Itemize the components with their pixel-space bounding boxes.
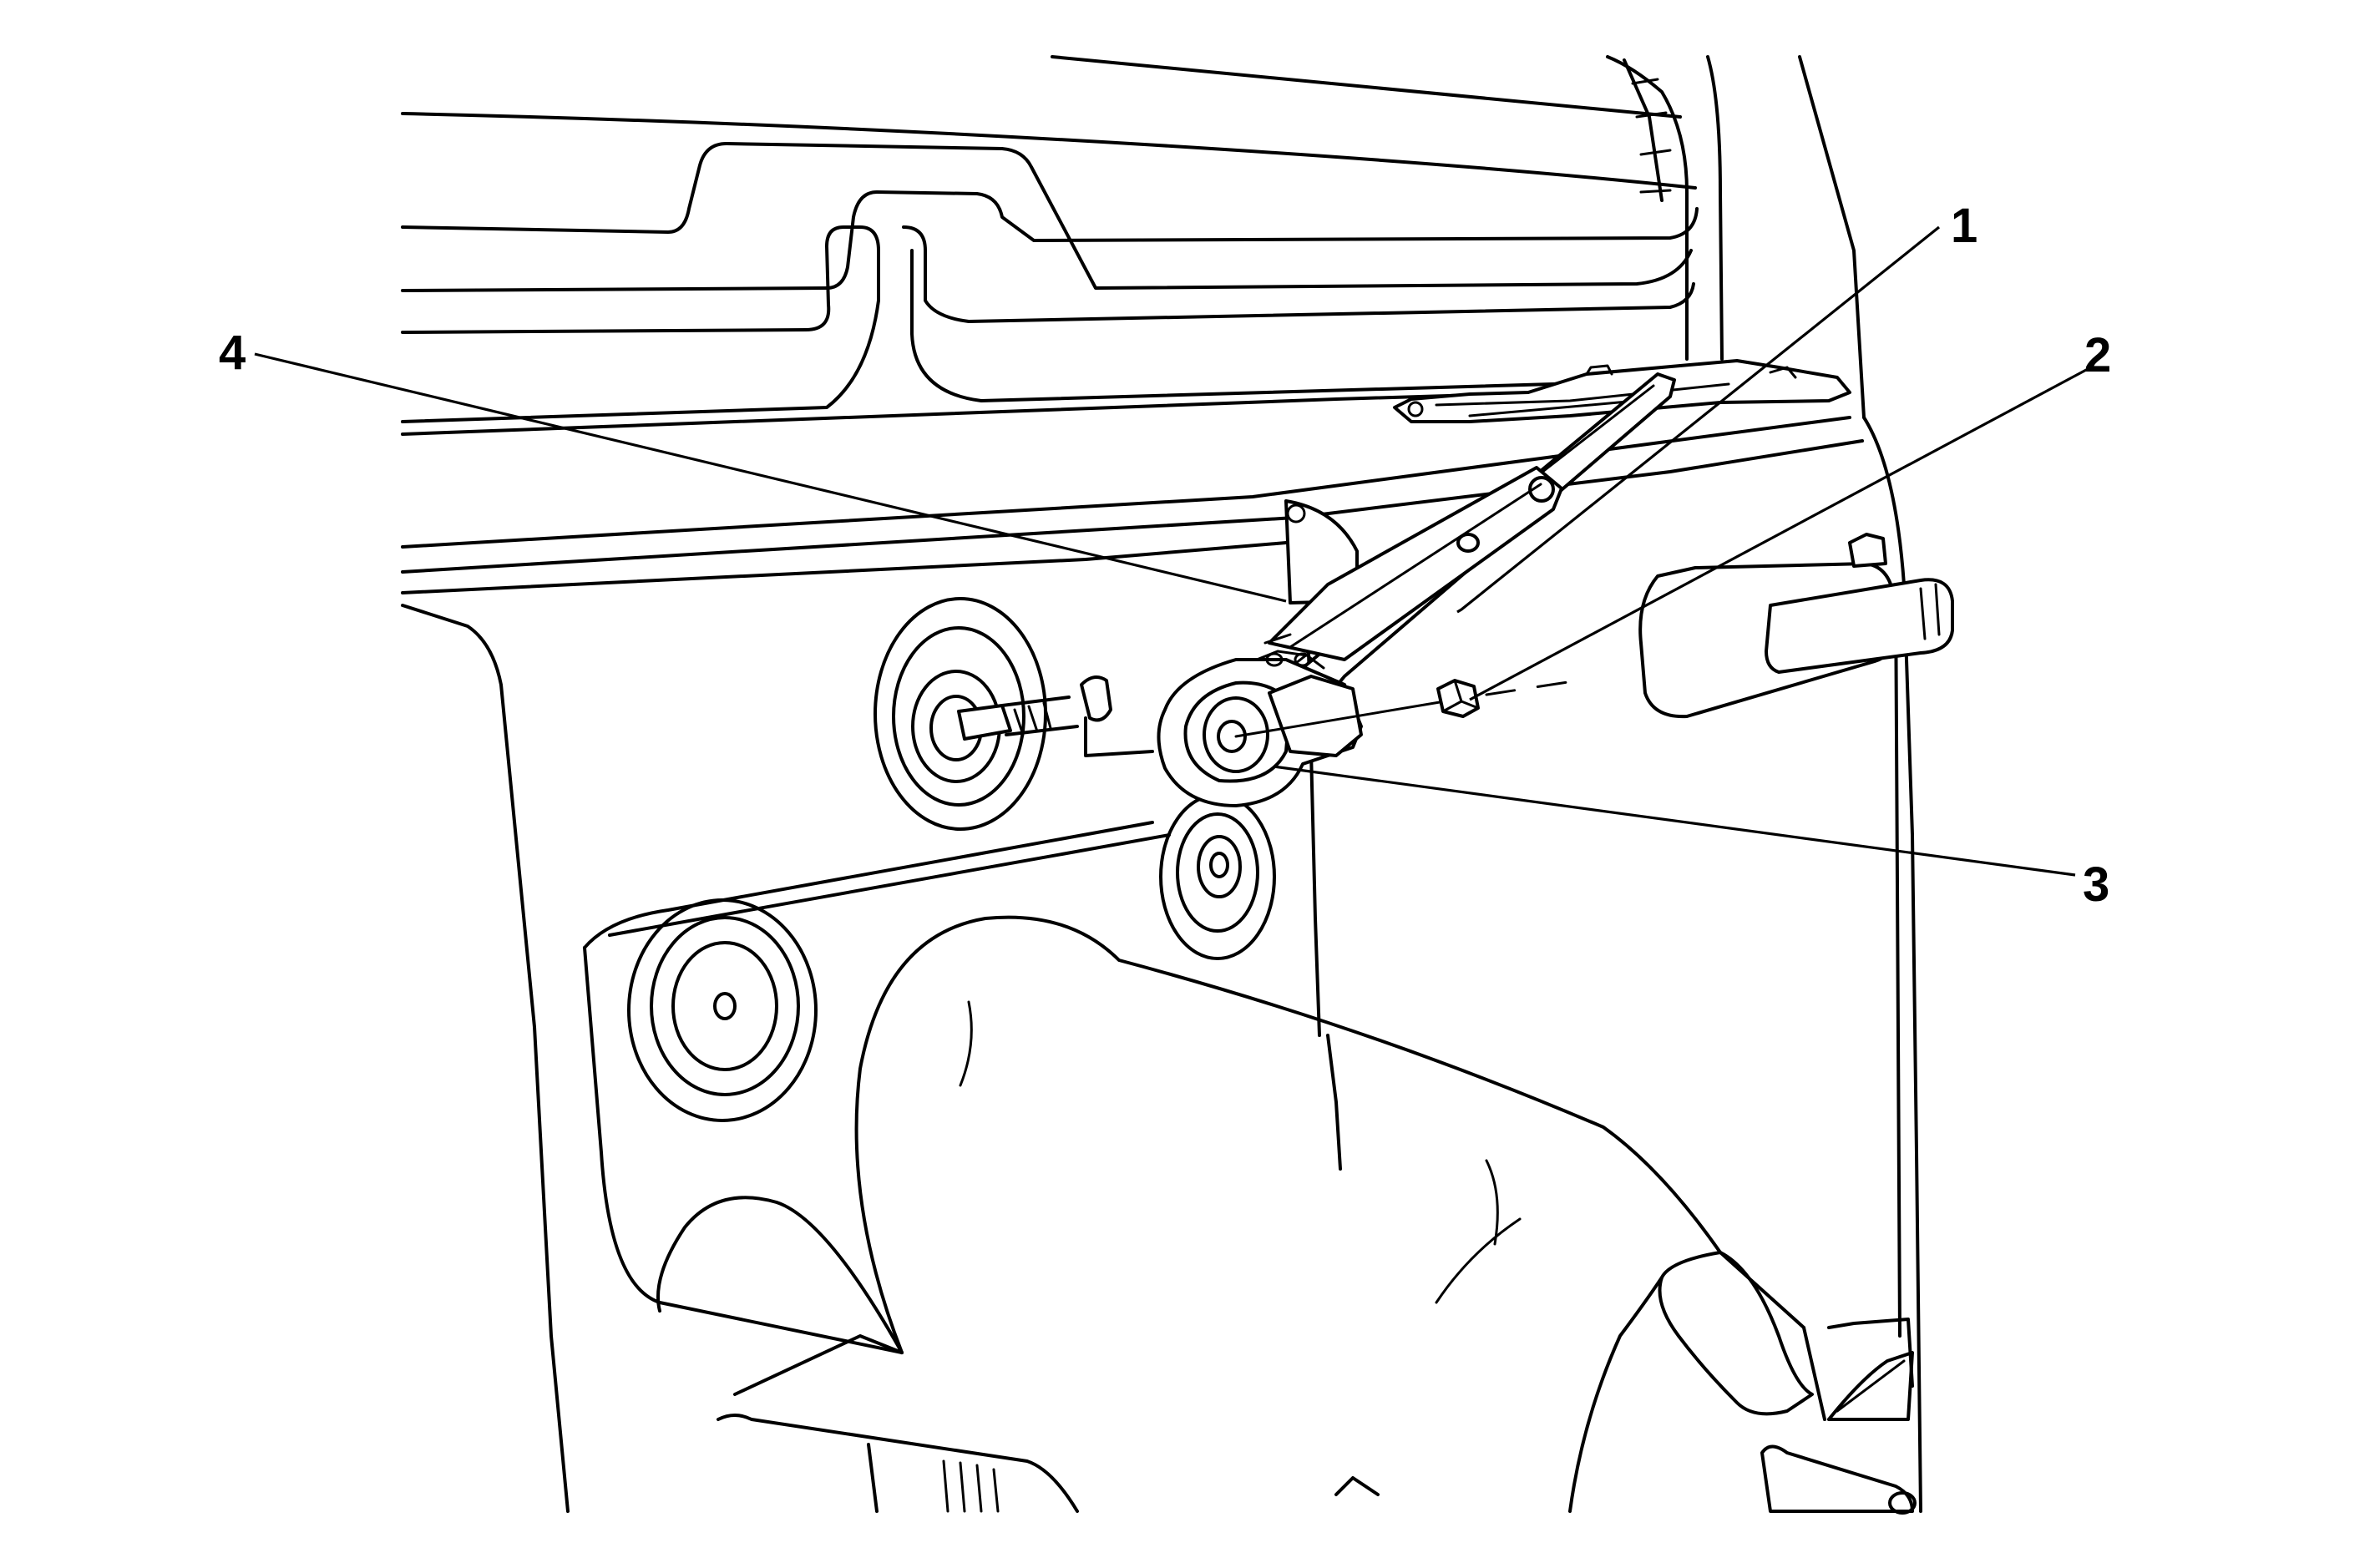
callout-leaders <box>254 225 2089 877</box>
leader-3 <box>1273 765 2076 877</box>
leader-2 <box>1469 367 2089 701</box>
nut <box>1234 679 1580 738</box>
liftgate-inner-panel <box>401 416 1954 1513</box>
wiper-arm <box>1157 372 1676 807</box>
leader-1 <box>1456 225 1941 614</box>
callout-3: 3 <box>2083 857 2109 912</box>
lower-trim-panel <box>583 821 1917 1515</box>
leader-4 <box>254 352 1287 603</box>
callout-labels: 1 2 3 4 <box>219 199 2111 912</box>
callout-2: 2 <box>2084 328 2111 382</box>
callout-4: 4 <box>219 326 246 380</box>
rear-window <box>401 55 1866 436</box>
callout-1: 1 <box>1951 199 1977 253</box>
liftgate-trim <box>401 359 1864 594</box>
